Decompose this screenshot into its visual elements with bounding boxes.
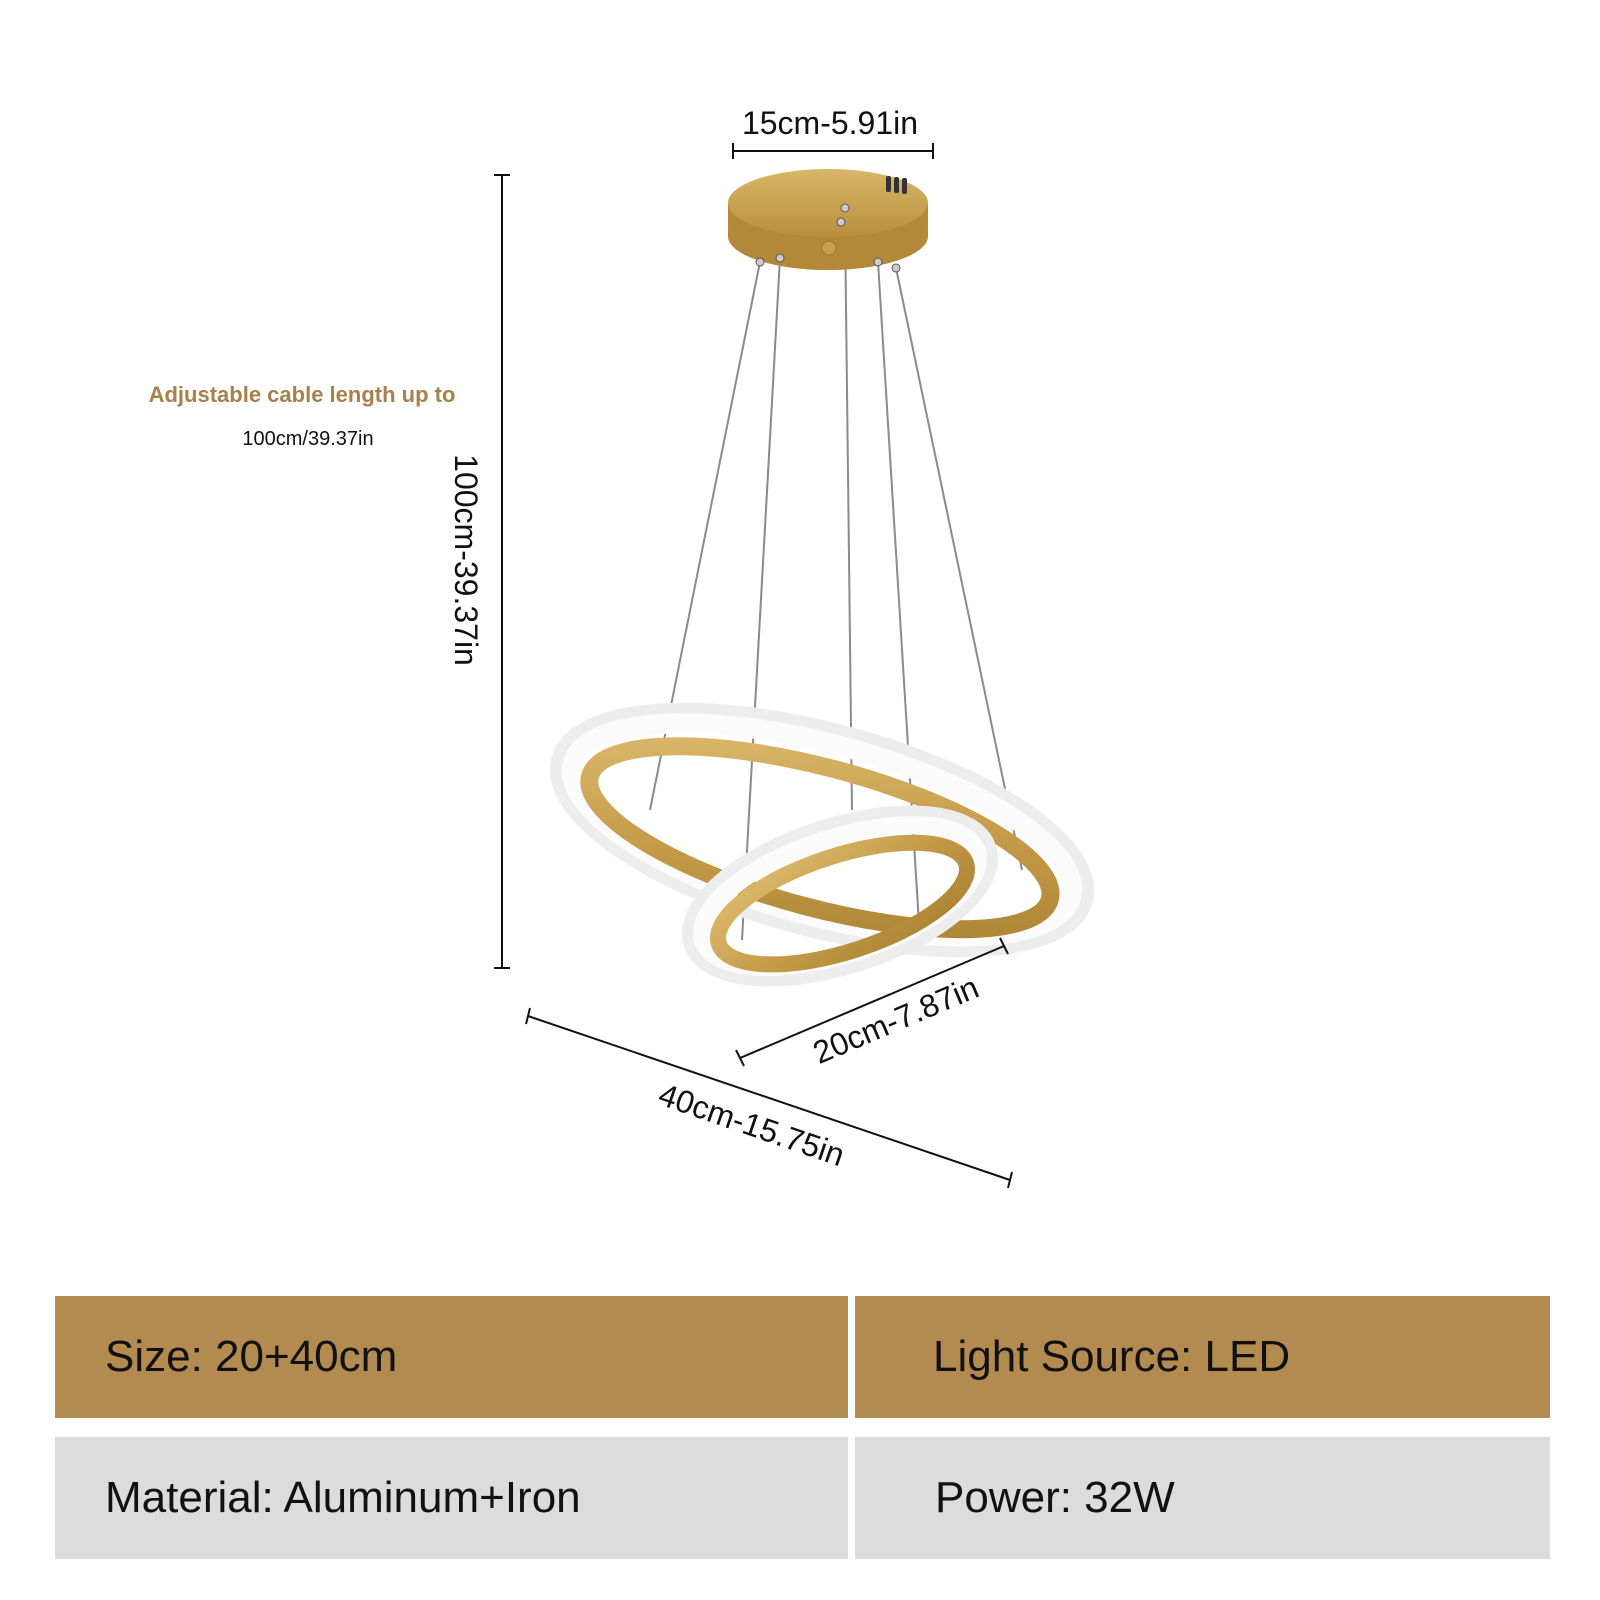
spec-power-cell: Power: 32W — [855, 1437, 1550, 1559]
spec-light-source-cell: Light Source: LED — [855, 1296, 1550, 1418]
cable-note-value: 100cm/39.37in — [242, 428, 373, 450]
large-ring-dimension: 40cm-15.75in — [525, 1007, 1013, 1189]
small-ring-label: 20cm-7.87in — [808, 969, 984, 1071]
spec-light-source-text: Light Source: LED — [933, 1332, 1291, 1381]
height-label: 100cm-39.37in — [448, 454, 484, 666]
ceiling-canopy — [728, 169, 928, 273]
large-ring — [549, 702, 1095, 958]
spec-material-text: Material: Aluminum+Iron — [105, 1473, 581, 1522]
canopy-width-label: 15cm-5.91in — [742, 105, 918, 141]
spec-size-cell: Size: 20+40cm — [55, 1296, 848, 1418]
spec-size-text: Size: 20+40cm — [105, 1332, 398, 1381]
pendant-light-diagram: 15cm-5.91in 100cm-39.37in Adjustable cab… — [149, 105, 1095, 1189]
spec-material-cell: Material: Aluminum+Iron — [55, 1437, 848, 1559]
small-ring — [681, 805, 999, 987]
spec-power-text: Power: 32W — [935, 1473, 1175, 1522]
cable-note-title: Adjustable cable length up to — [149, 382, 456, 407]
large-ring-label: 40cm-15.75in — [654, 1076, 849, 1173]
canopy-width-dimension: 15cm-5.91in — [732, 105, 934, 159]
height-dimension: 100cm-39.37in — [448, 174, 510, 969]
